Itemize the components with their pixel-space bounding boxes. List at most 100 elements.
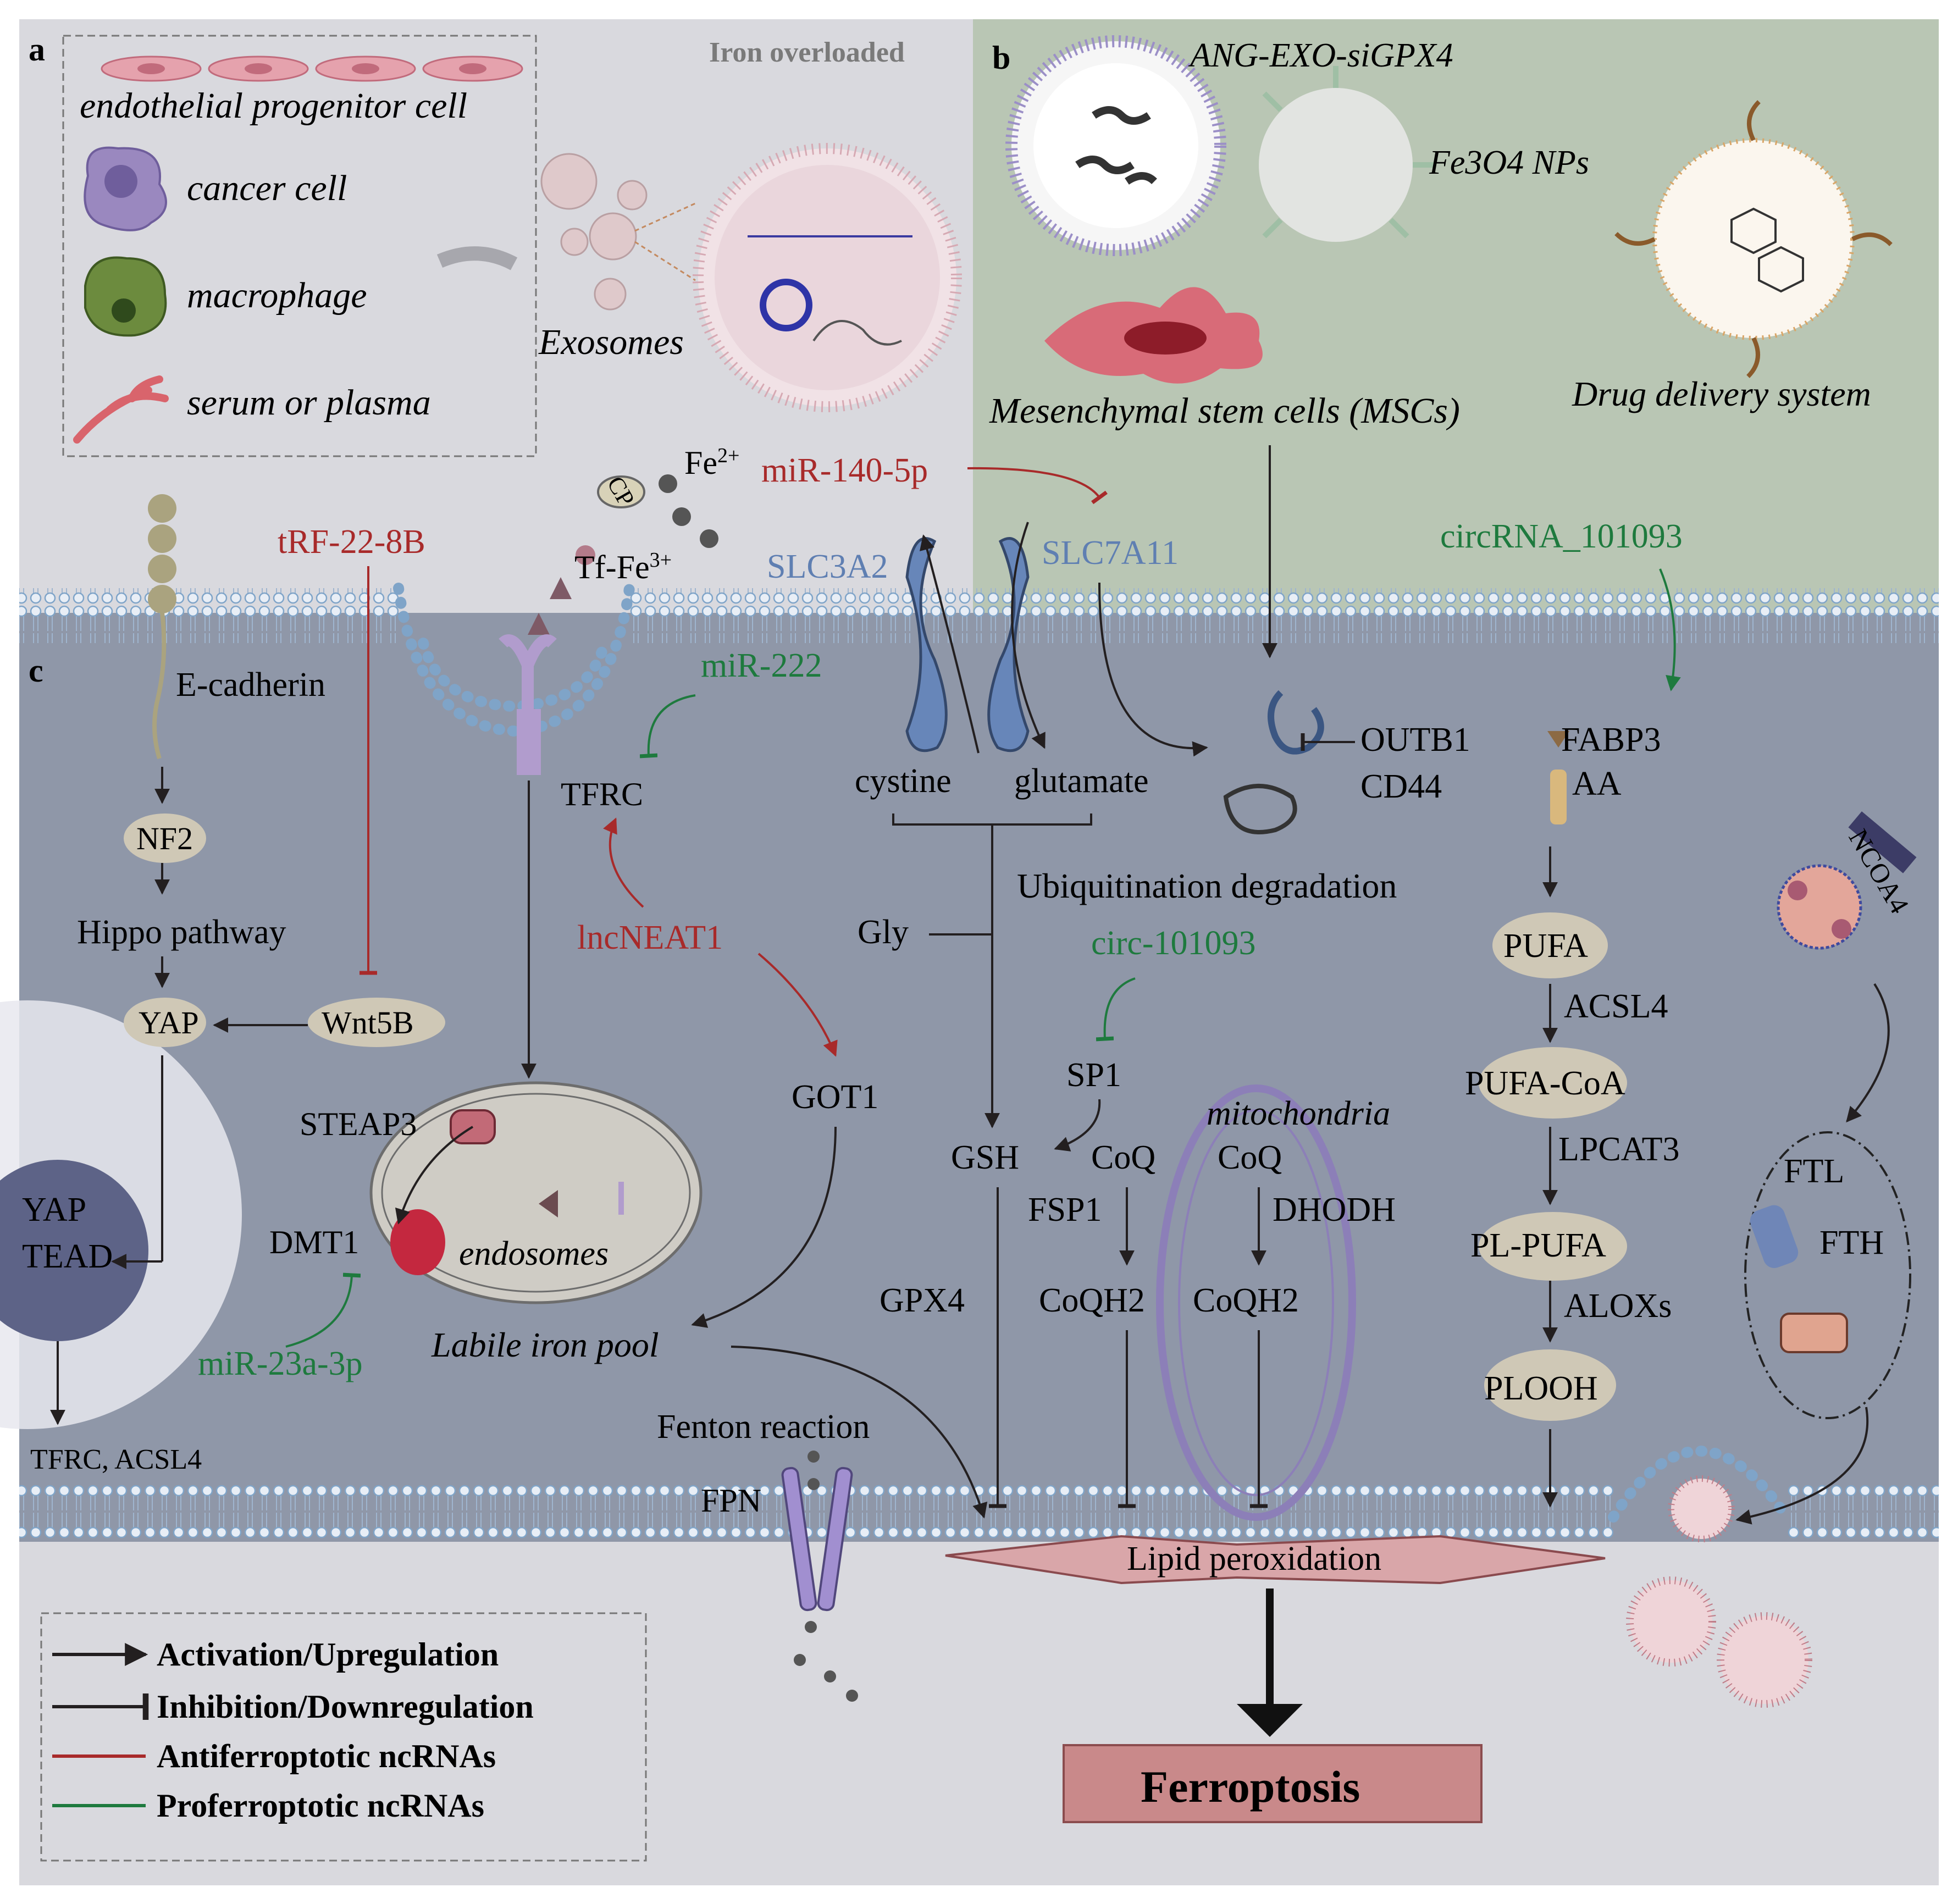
macrophage-icon <box>84 256 167 337</box>
coq-1-label: CoQ <box>1091 1139 1156 1176</box>
dmt1-icon <box>390 1209 445 1275</box>
e-cadherin-chain <box>148 494 176 760</box>
steap3-label: STEAP3 <box>300 1106 417 1142</box>
fpn-label: FPN <box>701 1482 762 1519</box>
slc7a11-label: SLC7A11 <box>1042 534 1179 572</box>
iron-overloaded-label: Iron overloaded <box>709 37 905 68</box>
exosome-cluster <box>540 153 696 311</box>
acsl4-label: ACSL4 <box>1564 988 1668 1025</box>
endocytic-pit <box>393 583 635 737</box>
extracellular-bottom <box>19 1542 1939 1885</box>
sp1-label: SP1 <box>1066 1056 1121 1094</box>
mitochondria-label: mitochondria <box>1207 1095 1391 1132</box>
endosomes-label: endosomes <box>459 1235 609 1272</box>
plooh-label: PLOOH <box>1484 1370 1598 1407</box>
ferroptosis-label: Ferroptosis <box>1141 1762 1360 1812</box>
legend-activation-label: Activation/Upregulation <box>157 1636 499 1673</box>
source-macrophage: macrophage <box>187 275 367 316</box>
dhodh-label: DHODH <box>1273 1191 1396 1228</box>
nucleus <box>0 1160 148 1341</box>
iron-ions-exported <box>794 1451 858 1702</box>
endothelial-cell-icons <box>101 56 523 82</box>
glutamate-label: glutamate <box>1014 762 1149 800</box>
pl-pufa-node <box>1479 1212 1627 1281</box>
blood-vessel-icon <box>73 375 169 444</box>
ftl-icon <box>1750 1205 1799 1268</box>
ferroptosis-box <box>1063 1744 1483 1823</box>
circrna-101093-label: circRNA_101093 <box>1440 518 1683 555</box>
tf-fe3-label: Tf-Fe3+ <box>574 549 672 585</box>
dmt1-label: DMT1 <box>269 1224 359 1260</box>
pufa-node <box>1492 912 1608 978</box>
yap-label: YAP <box>139 1005 199 1040</box>
plooh-node <box>1484 1349 1616 1421</box>
dds-label: Drug delivery system <box>1572 374 1871 413</box>
pufa-coa-label: PUFA-CoA <box>1465 1065 1625 1102</box>
fe3o4-label: Fe3O4 NPs <box>1429 144 1590 181</box>
wnt5b-label: Wnt5B <box>322 1005 414 1040</box>
ang-exo-particle <box>1005 35 1226 256</box>
nf2-label: NF2 <box>136 821 193 856</box>
legend-pro-label: Proferroptotic ncRNAs <box>157 1787 484 1824</box>
slc7a11-transporter <box>987 537 1030 752</box>
yap-node <box>124 998 206 1047</box>
mir-140-5p-label: miR-140-5p <box>761 452 928 489</box>
source-endothelial: endothelial progenitor cell <box>80 86 468 126</box>
aa-icon <box>1550 770 1567 824</box>
source-cancer-cell: cancer cell <box>187 168 347 208</box>
mir-23a-3p-label: miR-23a-3p <box>198 1345 363 1382</box>
mir-222-label: miR-222 <box>701 647 822 684</box>
source-box <box>62 35 537 457</box>
source-serum: serum or plasma <box>187 383 431 423</box>
gly-label: Gly <box>858 914 909 951</box>
coqh2-2-label: CoQH2 <box>1193 1282 1299 1319</box>
plasma-membrane-bottom <box>19 1484 1613 1539</box>
pathway-edges <box>50 445 1890 1525</box>
panel-label-a: a <box>29 31 45 68</box>
trf-22-8b-label: tRF-22-8B <box>278 523 425 561</box>
fe2-label: Fe2+ <box>684 444 740 481</box>
coq-2-label: CoQ <box>1218 1139 1282 1176</box>
cd44-label: CD44 <box>1360 768 1442 805</box>
cystine-label: cystine <box>855 762 952 800</box>
circ-101093-label: circ-101093 <box>1091 925 1256 962</box>
secretion-arrow <box>436 246 518 270</box>
panel-label-b: b <box>992 40 1011 76</box>
yap-nuclear-label: YAP <box>22 1191 87 1228</box>
ceruloplasmin-icon <box>597 475 645 508</box>
plasma-membrane-top-right <box>629 588 1939 643</box>
released-vesicle <box>1626 1576 1716 1667</box>
mitochondrion <box>1156 1084 1356 1521</box>
plasma-membrane-top-left <box>19 588 399 643</box>
ubiquitin-complex <box>1223 690 1324 834</box>
pl-pufa-label: PL-PUFA <box>1470 1227 1606 1264</box>
hippo-pathway-label: Hippo pathway <box>77 914 286 951</box>
gsh-label: GSH <box>951 1139 1020 1176</box>
fth-label: FTH <box>1819 1224 1884 1261</box>
panel-label-c: c <box>29 652 43 689</box>
wnt5b-node <box>308 998 445 1047</box>
tfrc-label: TFRC <box>561 776 644 812</box>
lncneat1-label: lncNEAT1 <box>577 919 723 956</box>
msc-label: Mesenchymal stem cells (MSCs) <box>989 391 1460 431</box>
yap-targets-label: TFRC, ACSL4 <box>30 1444 202 1475</box>
ncoa4-ferritin-icon <box>1777 811 1917 950</box>
ang-exo-label: ANG-EXO-siGPX4 <box>1190 37 1453 74</box>
pufa-label: PUFA <box>1503 927 1588 965</box>
fpn-transporter <box>781 1466 853 1612</box>
legend-box <box>40 1612 647 1862</box>
ftl-label: FTL <box>1784 1153 1845 1190</box>
e-cadherin-label: E-cadherin <box>176 666 325 704</box>
nf2-node <box>124 813 206 863</box>
tfrc-receptor <box>499 613 557 775</box>
fsp1-label: FSP1 <box>1028 1191 1102 1228</box>
slc3a2-label: SLC3A2 <box>767 548 888 585</box>
gpx4-label: GPX4 <box>880 1282 965 1319</box>
slc3a2-transporter <box>905 537 948 752</box>
legend-anti-label: Antiferroptotic ncRNAs <box>157 1738 496 1774</box>
aa-label: AA <box>1572 765 1622 802</box>
lipid-peroxidation-banner <box>945 1535 1606 1585</box>
exocytic-bud <box>1608 1446 1792 1523</box>
outb1-label: OUTB1 <box>1360 721 1470 759</box>
